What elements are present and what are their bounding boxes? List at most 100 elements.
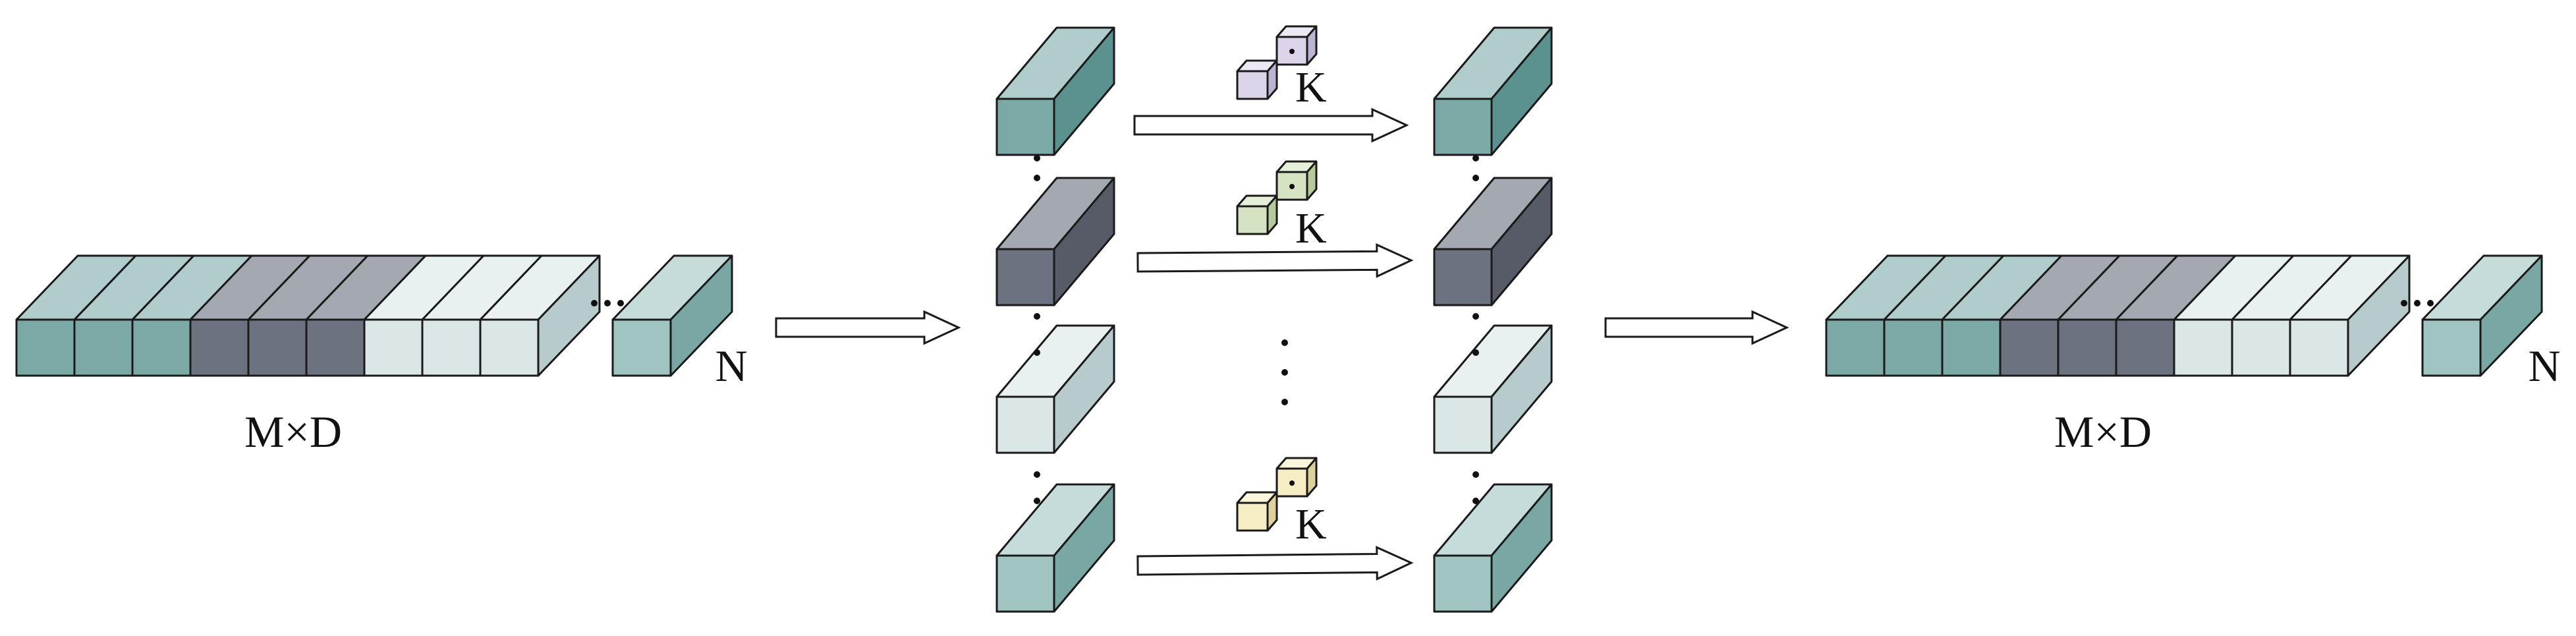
left-n-label: N — [715, 341, 747, 391]
right-token-cube-n — [2421, 254, 2543, 377]
k-cube-back — [1275, 160, 1318, 201]
left-token-cube-8 — [421, 254, 543, 377]
output-column-dot-4 — [1472, 349, 1479, 356]
arrow-expert-row-2 — [1136, 243, 1414, 278]
output-column-dot-1 — [1472, 155, 1479, 161]
cube-front-face — [2289, 318, 2349, 377]
k-cube-pair-3 — [1236, 457, 1318, 532]
input-column-dot-2 — [1034, 175, 1040, 181]
arrow-expert-row-1 — [1133, 107, 1409, 143]
cubes-layer — [15, 25, 2543, 613]
arrow-shape — [1136, 243, 1414, 278]
right-n-label: N — [2528, 341, 2560, 391]
dots-layer — [591, 155, 2434, 504]
input-column-dot-3 — [1034, 313, 1040, 320]
cube-front-face — [2231, 318, 2291, 377]
k-cube-dot — [1289, 184, 1295, 189]
cube-front-face — [1941, 318, 2002, 377]
cube-front-face — [1433, 395, 1493, 454]
cube-front-face — [1999, 318, 2059, 377]
cube-front-face — [611, 318, 672, 377]
cube-front-face — [305, 318, 366, 377]
k-cube-pair-2 — [1236, 160, 1318, 235]
cube-front-face — [15, 318, 76, 377]
output-column-dot-2 — [1472, 175, 1479, 181]
input-column-dot-4 — [1034, 349, 1040, 356]
left-ellipsis-dot-2 — [604, 300, 611, 306]
cube-front-face — [73, 318, 134, 377]
left-token-cube-9 — [479, 254, 601, 377]
cube-front-face — [1236, 205, 1269, 235]
left-token-cube-1 — [15, 254, 137, 377]
arrow-shape — [775, 310, 961, 345]
arrow-shape — [1136, 546, 1414, 581]
right-token-cube-4 — [1999, 254, 2121, 377]
expert-input-cube-row-1 — [995, 26, 1115, 156]
input-column-dot-5 — [1034, 471, 1040, 478]
center-ellipsis-dot-1 — [1281, 339, 1288, 346]
cube-front-face — [1433, 554, 1493, 613]
right-token-cube-9 — [2289, 254, 2411, 377]
arrow-experts-to-tokens — [1604, 310, 1789, 345]
cube-front-face — [363, 318, 424, 377]
arrows-layer — [775, 107, 1789, 581]
expert-input-cube-row-4 — [995, 483, 1115, 613]
left-dims-label: M×D — [244, 407, 342, 457]
expert-output-cube-row-3 — [1433, 324, 1553, 454]
cube-front-face — [1433, 98, 1493, 156]
left-ellipsis-dot-3 — [617, 300, 624, 306]
cube-front-face — [1883, 318, 1944, 377]
right-dims-label: M×D — [2054, 407, 2152, 457]
cube-front-face — [2057, 318, 2117, 377]
cube-front-face — [995, 554, 1055, 613]
left-token-cube-n — [611, 254, 733, 377]
center-ellipsis-dot-2 — [1281, 369, 1288, 376]
cube-front-face — [995, 98, 1055, 156]
k-cube-front — [1236, 491, 1278, 532]
output-column-dot-3 — [1472, 313, 1479, 320]
cube-front-face — [2173, 318, 2233, 377]
cube-front-face — [1236, 502, 1269, 532]
output-column-dot-5 — [1472, 471, 1479, 478]
arrow-expert-row-4 — [1136, 546, 1414, 581]
output-column-dot-6 — [1472, 498, 1479, 504]
expert-input-cube-row-2 — [995, 177, 1115, 306]
k-cube-front — [1236, 59, 1278, 100]
arrow-shape — [1133, 107, 1409, 143]
left-ellipsis-dot-1 — [591, 300, 598, 306]
right-ellipsis-dot-3 — [2427, 300, 2434, 306]
cube-front-face — [421, 318, 482, 377]
expert-output-cube-row-2 — [1433, 177, 1553, 306]
right-token-cube-8 — [2231, 254, 2353, 377]
cube-front-face — [131, 318, 192, 377]
expert-output-cube-row-4 — [1433, 483, 1553, 613]
right-token-cube-7 — [2173, 254, 2295, 377]
k-cube-dot — [1289, 49, 1295, 54]
expert-output-cube-row-1 — [1433, 26, 1553, 156]
cube-front-face — [1433, 248, 1493, 306]
arrow-shape — [1604, 310, 1789, 345]
k-label-2: K — [1295, 204, 1327, 252]
cube-front-face — [995, 248, 1055, 306]
right-token-cube-3 — [1941, 254, 2063, 377]
k-cube-pair-1 — [1236, 25, 1318, 100]
k-cube-front — [1236, 194, 1278, 235]
input-column-dot-1 — [1034, 155, 1040, 161]
cube-front-face — [2115, 318, 2175, 377]
cube-front-face — [479, 318, 540, 377]
arrow-tokens-to-experts — [775, 310, 961, 345]
k-cube-back — [1275, 457, 1318, 498]
right-ellipsis-dot-1 — [2401, 300, 2407, 306]
center-ellipsis-dot-3 — [1281, 399, 1288, 405]
right-token-cube-6 — [2115, 254, 2237, 377]
cube-front-face — [1825, 318, 1886, 377]
cube-front-face — [2421, 318, 2482, 377]
input-column-dot-6 — [1034, 498, 1040, 504]
expert-input-cube-row-3 — [995, 324, 1115, 454]
cube-front-face — [1236, 70, 1269, 100]
cube-front-face — [995, 395, 1055, 454]
k-label-3: K — [1295, 500, 1327, 548]
k-label-1: K — [1295, 63, 1327, 111]
k-cube-back — [1275, 25, 1318, 66]
